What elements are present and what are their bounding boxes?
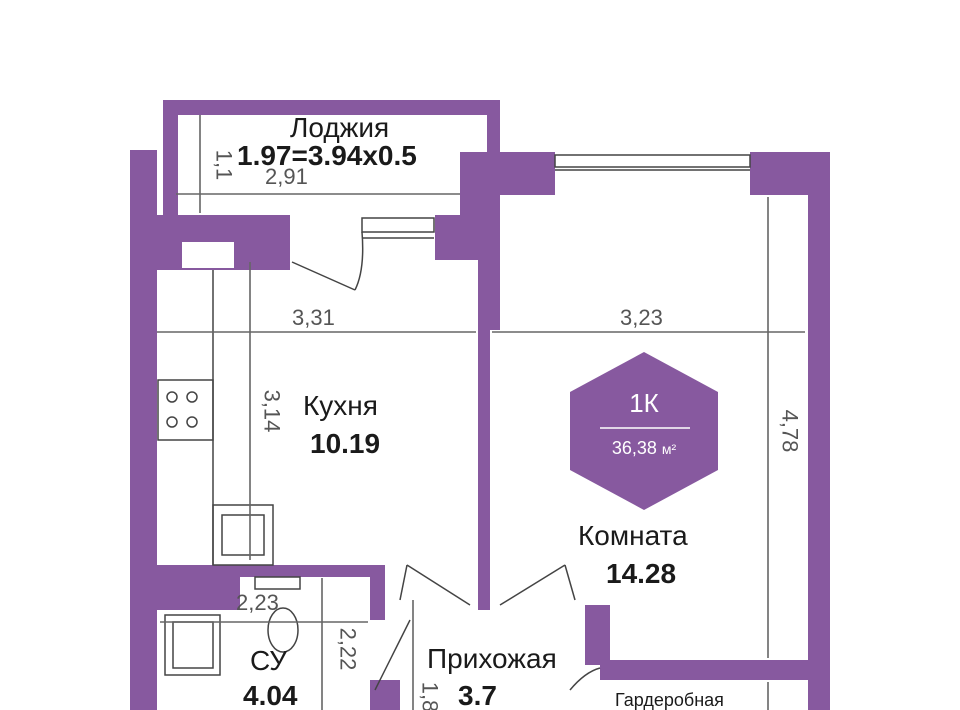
dim-room-width: 3,23 [620,305,663,330]
room-area-bathroom: 4.04 [243,680,298,710]
room-area-kitchen: 10.19 [310,428,381,459]
room-name-room: Комната [578,520,688,551]
dim-loggia-depth: 1,1 [211,149,237,181]
dim-kitchen-width: 3,31 [292,305,335,330]
apartment-badge-hexagon [570,352,718,510]
room-area-room: 14.28 [606,558,677,589]
room-area-hallway: 3.7 [458,680,497,710]
dimension-lines [157,115,805,710]
room-name-hallway: Прихожая [427,643,557,674]
dim-kitchen-length: 3,14 [259,389,285,433]
room-area-loggia: 1.97=3.94x0.5 [237,140,417,171]
room-name-wardrobe: Гардеробная [615,690,724,710]
room-name-bathroom: СУ [250,645,288,676]
dim-loggia-width: 2,91 [265,164,308,189]
badge-total-area: 36,38 м² [611,438,677,458]
dim-room-length: 4,78 [777,409,803,453]
fixtures [157,154,751,691]
dim-bath-length: 2,22 [335,627,361,671]
dim-bath-width: 2,23 [236,590,279,615]
dim-hall-length: 1,8 [417,681,443,710]
badge-apartment-type: 1К [629,388,659,418]
walls [130,100,830,710]
room-name-kitchen: Кухня [303,390,378,421]
room-name-loggia: Лоджия [290,112,390,143]
